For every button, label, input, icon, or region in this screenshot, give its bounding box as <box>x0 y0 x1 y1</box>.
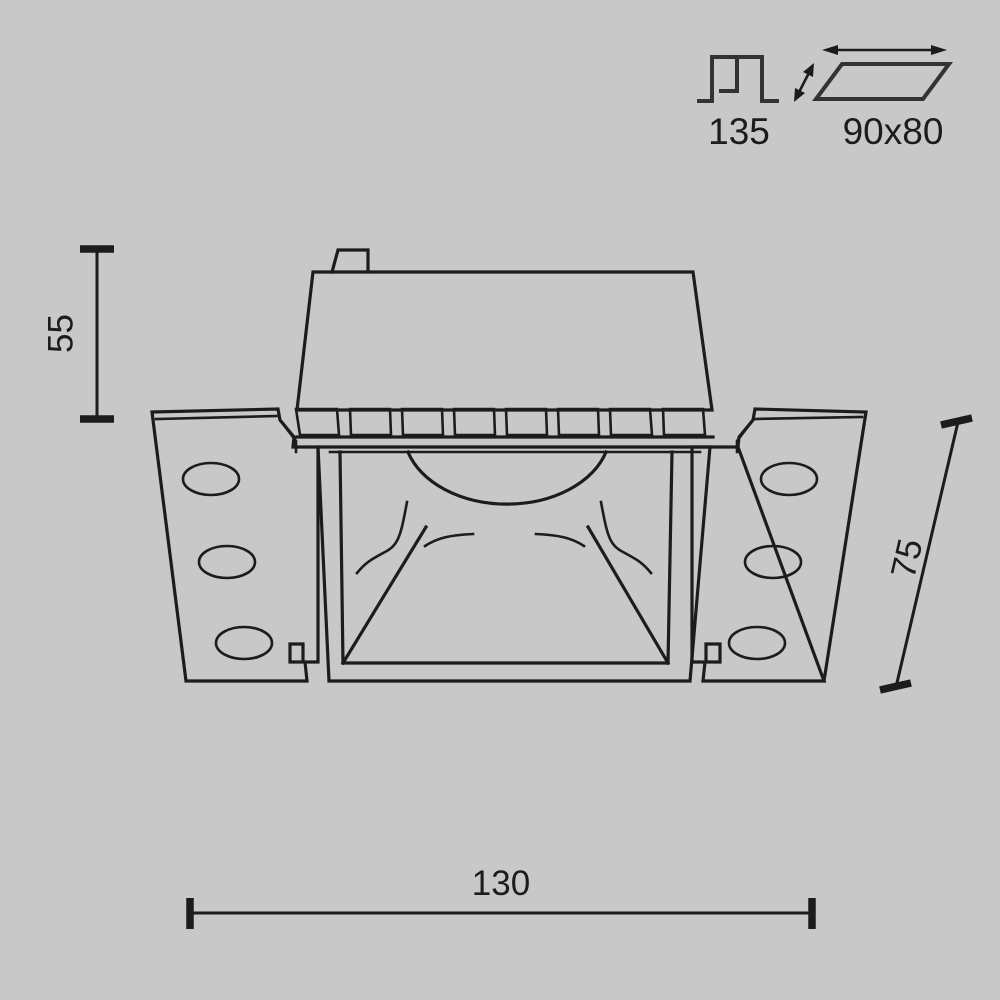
dimension-label-depth: 75 <box>883 535 931 582</box>
callout-cutout-depth-label: 135 <box>708 111 770 152</box>
dimension-height-55 <box>80 245 114 423</box>
dimension-depth-75 <box>879 414 973 694</box>
spring-bracket-left <box>150 407 320 683</box>
mounting-tab <box>330 248 370 274</box>
trim-frame <box>316 445 712 683</box>
callout-cutout-depth-icon <box>697 55 779 103</box>
driver-housing <box>295 248 714 412</box>
heatsink-slots <box>294 407 715 439</box>
dimension-label-width: 130 <box>471 864 531 903</box>
callout-cutout-size-label: 90x80 <box>842 111 944 152</box>
reflector-cone <box>338 449 674 666</box>
spring-bracket-right <box>690 407 868 683</box>
dimension-width-130 <box>186 898 816 929</box>
dimension-label-height: 55 <box>41 314 81 353</box>
callout-cutout-size-icon <box>794 45 953 102</box>
